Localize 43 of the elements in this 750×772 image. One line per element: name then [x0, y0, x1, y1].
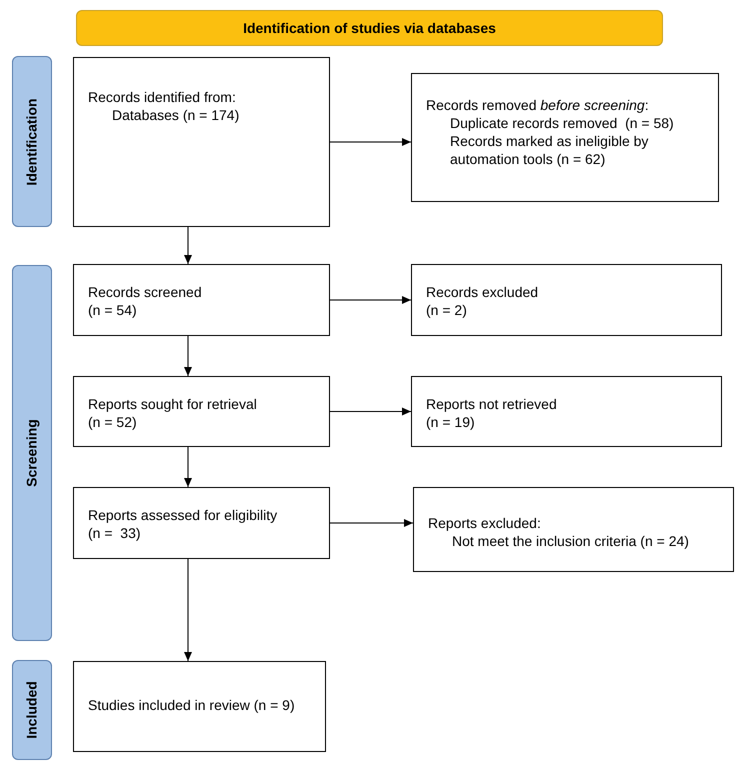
phase-band	[12, 56, 52, 227]
arrow	[184, 558, 192, 662]
section-header	[76, 10, 663, 46]
box-heading: Records screened	[88, 283, 203, 301]
header-text: Identification of studies via databases	[243, 18, 496, 38]
box-heading: Reports not retrieved	[426, 395, 558, 413]
arrow	[330, 296, 412, 304]
box-heading: Reports assessed for eligibility	[88, 506, 278, 524]
arrow	[184, 226, 192, 264]
process-box	[73, 57, 330, 227]
process-box	[411, 264, 722, 336]
process-box	[73, 264, 330, 336]
box-detail: Duplicate records removed (n = 58)	[449, 114, 675, 132]
arrow	[330, 408, 412, 416]
phase-band	[12, 660, 52, 760]
box-heading: Reports excluded:	[428, 514, 542, 532]
arrow	[330, 138, 412, 146]
box-heading: Reports sought for retrieval	[88, 395, 258, 413]
phase-label: Identification	[22, 98, 40, 186]
box-heading: Records excluded	[426, 283, 540, 301]
box-detail: (n = 33)	[88, 524, 142, 542]
box-detail: Not meet the inclusion criteria (n = 24)	[451, 532, 690, 550]
process-box	[411, 73, 719, 202]
box-heading: Records removed before screening:	[426, 96, 650, 114]
phase-label: Included	[22, 681, 40, 739]
box-detail: Records marked as ineligible by automation tools (n = 62)	[449, 132, 650, 168]
phase-band	[12, 265, 52, 641]
box-detail: (n = 2)	[426, 301, 468, 319]
process-box	[73, 487, 330, 559]
box-heading: Records identified from:	[88, 88, 237, 106]
arrow	[330, 519, 414, 527]
box-detail: (n = 52)	[88, 413, 138, 431]
box-detail: Databases (n = 174)	[111, 106, 240, 124]
box-heading: Studies included in review (n = 9)	[88, 696, 296, 714]
arrow	[184, 336, 192, 376]
process-box	[411, 376, 722, 447]
process-box	[73, 376, 330, 447]
phase-label: Screening	[22, 419, 40, 487]
process-box	[413, 487, 734, 572]
arrow	[184, 446, 192, 488]
box-detail: (n = 54)	[88, 301, 138, 319]
process-box	[73, 661, 326, 752]
box-detail: (n = 19)	[426, 413, 476, 431]
